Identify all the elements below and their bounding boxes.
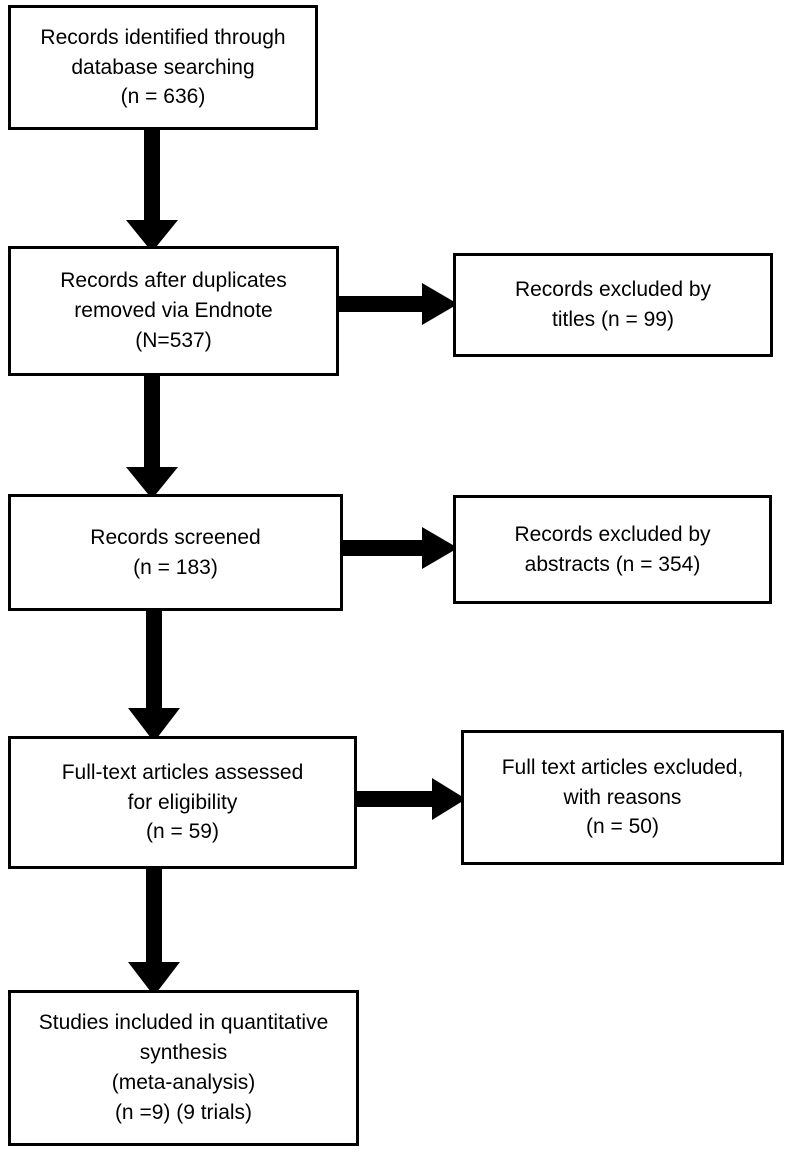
fulltext-assessed-line-2: for eligibility bbox=[127, 790, 238, 814]
records-excluded-abstracts-count: abstracts (n = 354) bbox=[524, 552, 701, 576]
records-identified-box: Records identified through database sear… bbox=[8, 5, 318, 130]
fulltext-excluded-count: (n = 50) bbox=[586, 815, 659, 839]
records-excluded-abstracts-box: Records excluded by abstracts (n = 354) bbox=[453, 495, 772, 604]
records-screened-line-1: Records screened bbox=[90, 525, 261, 549]
studies-included-count: (n =9) (9 trials) bbox=[114, 1100, 253, 1124]
records-after-duplicates-box: Records after duplicates removed via End… bbox=[8, 246, 339, 376]
records-identified-line-1: Records identified through bbox=[40, 25, 286, 49]
records-excluded-titles-count: titles (n = 99) bbox=[552, 308, 674, 331]
fulltext-excluded-line-1: Full text articles excluded, bbox=[501, 755, 744, 779]
fulltext-assessed-count: (n = 59) bbox=[146, 820, 219, 844]
studies-included-box: Studies included in quantitative synthes… bbox=[8, 990, 359, 1146]
records-after-duplicates-line-2: removed via Endnote bbox=[74, 299, 273, 323]
arrow-duplicates-to-excluded-titles bbox=[334, 283, 458, 325]
arrow-screened-to-fulltext bbox=[128, 604, 180, 742]
fulltext-assessed-line-1: Full-text articles assessed bbox=[61, 760, 304, 784]
records-after-duplicates-count: (N=537) bbox=[135, 328, 212, 352]
arrow-fulltext-to-included bbox=[128, 862, 180, 996]
records-excluded-titles-line-1: Records excluded by bbox=[514, 278, 712, 302]
records-identified-line-2: database searching bbox=[71, 55, 255, 79]
arrow-identification-to-duplicates bbox=[126, 124, 178, 252]
records-excluded-abstracts-line-1: Records excluded by bbox=[514, 522, 711, 546]
records-identified-count: (n = 636) bbox=[120, 85, 206, 109]
fulltext-excluded-box: Full text articles excluded, with reason… bbox=[461, 730, 784, 865]
records-screened-count: (n = 183) bbox=[133, 555, 218, 579]
studies-included-line-2: synthesis bbox=[139, 1041, 228, 1065]
arrow-screened-to-excluded-abstracts bbox=[334, 527, 458, 569]
studies-included-line-3: (meta-analysis) bbox=[111, 1071, 256, 1094]
records-excluded-titles-box: Records excluded by titles (n = 99) bbox=[453, 253, 773, 357]
records-after-duplicates-line-1: Records after duplicates bbox=[60, 269, 287, 293]
fulltext-assessed-box: Full-text articles assessed for eligibil… bbox=[8, 736, 357, 869]
arrow-fulltext-to-excluded bbox=[352, 778, 466, 820]
arrow-duplicates-to-screened bbox=[126, 371, 178, 499]
fulltext-excluded-line-2: with reasons bbox=[563, 785, 682, 809]
records-screened-box: Records screened (n = 183) bbox=[8, 494, 343, 611]
studies-included-line-1: Studies included in quantitative bbox=[38, 1011, 329, 1035]
